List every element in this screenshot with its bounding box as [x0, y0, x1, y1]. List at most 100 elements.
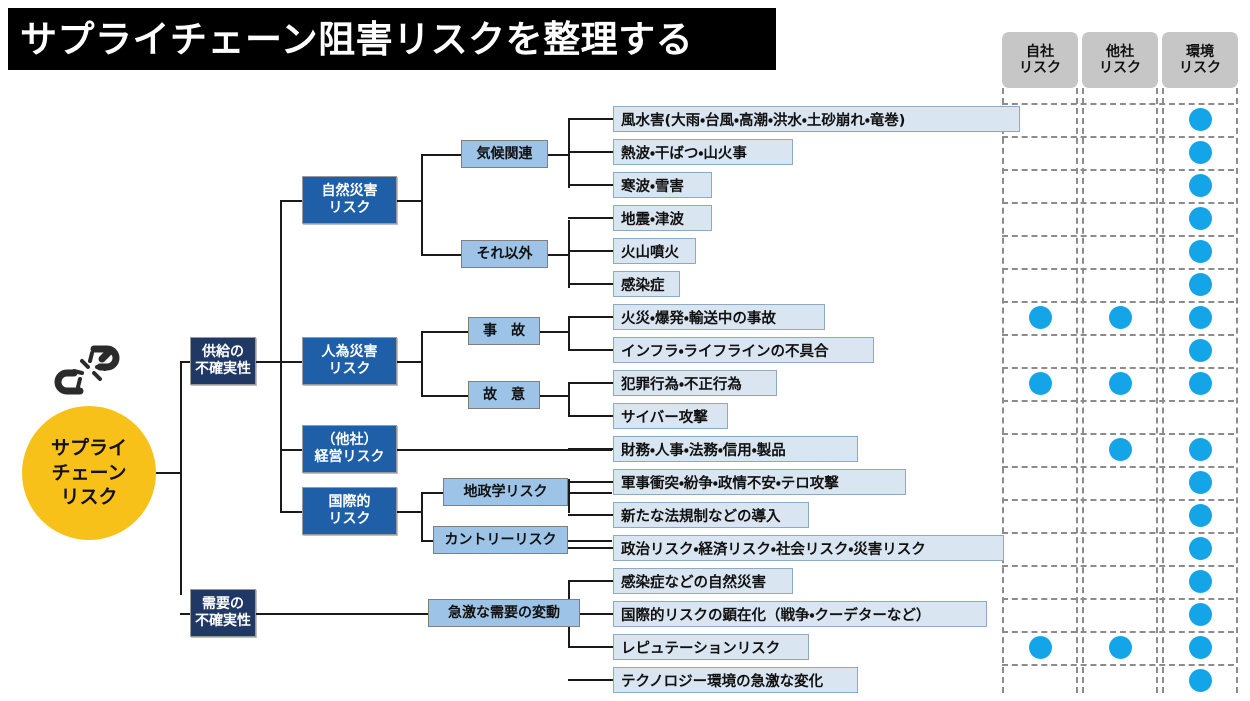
- leaf-row-r9[interactable]: 犯罪行為・不正行為: [613, 370, 777, 396]
- edge-to-leaf-r17: [568, 646, 613, 648]
- edge-to-leaf-r4: [568, 217, 613, 219]
- leaf-row-r13[interactable]: 新たな法規制などの導入: [613, 502, 809, 528]
- risk-dot-own-r9[interactable]: [1029, 372, 1052, 395]
- risk-dot-env-r8[interactable]: [1189, 339, 1212, 362]
- matrix-column-header-other[interactable]: 他社リスク: [1082, 32, 1158, 88]
- leaf-row-r17[interactable]: レピュテーションリスク: [613, 634, 809, 660]
- matrix-row-divider: [1002, 400, 1234, 402]
- edge-demand-out: [256, 613, 428, 615]
- leaf-row-r11[interactable]: 財務・人事・法務・信用・製品: [613, 436, 858, 462]
- risk-dot-other-r11[interactable]: [1109, 438, 1132, 461]
- risk-dot-env-r13[interactable]: [1189, 504, 1212, 527]
- risk-dot-env-r14[interactable]: [1189, 537, 1212, 560]
- node-manmade[interactable]: 人為災害リスク: [302, 337, 397, 385]
- node-intent[interactable]: 故 意: [468, 381, 540, 409]
- risk-dot-env-r15[interactable]: [1189, 570, 1212, 593]
- risk-dot-env-r3[interactable]: [1189, 174, 1212, 197]
- risk-dot-own-r17[interactable]: [1029, 636, 1052, 659]
- leaf-row-r7[interactable]: 火災・爆発・輸送中の事故: [613, 304, 825, 330]
- node-intl[interactable]: 国際的リスク: [302, 487, 397, 535]
- edge-geo-out: [568, 492, 612, 494]
- matrix-column-header-label: リスク: [1019, 60, 1061, 76]
- edge-other-nat-spine: [568, 220, 570, 288]
- risk-dot-env-r5[interactable]: [1189, 240, 1212, 263]
- edge-to-geo: [421, 492, 443, 494]
- matrix-row-divider: [1002, 631, 1234, 633]
- edge-natural-spine: [421, 154, 423, 256]
- risk-dot-env-r17[interactable]: [1189, 636, 1212, 659]
- edge-geo-spine: [568, 479, 570, 513]
- matrix-column-band-other: [1082, 88, 1158, 693]
- risk-dot-env-r6[interactable]: [1189, 273, 1212, 296]
- risk-dot-env-r11[interactable]: [1189, 438, 1212, 461]
- node-label: 自然災害リスク: [322, 183, 378, 216]
- leaf-row-r15[interactable]: 感染症などの自然災害: [613, 568, 793, 594]
- node-label-line: 人為災害: [321, 344, 378, 361]
- node-label: 供給の不確実性: [195, 344, 251, 377]
- risk-dot-other-r17[interactable]: [1109, 636, 1132, 659]
- matrix-column-header-label: リスク: [1179, 60, 1221, 76]
- node-other-nat[interactable]: それ以外: [461, 240, 548, 268]
- edge-to-leaf-r9: [568, 382, 613, 384]
- edge-to-leaf-r8: [568, 349, 613, 351]
- matrix-row-divider: [1002, 103, 1234, 105]
- node-climate[interactable]: 気候関連: [461, 140, 548, 168]
- edge-to-leaf-r5: [568, 250, 613, 252]
- leaf-label: サイバー攻撃: [621, 409, 708, 426]
- hub-label-line-3: リスク: [60, 486, 118, 509]
- node-mgmt[interactable]: （他社）経営リスク: [302, 425, 397, 473]
- leaf-label: レピュテーションリスク: [621, 640, 781, 657]
- leaf-row-r8[interactable]: インフラ・ライフラインの不具合: [613, 337, 874, 363]
- node-label: 人為災害リスク: [322, 344, 378, 377]
- leaf-row-r3[interactable]: 寒波・雪害: [613, 172, 712, 198]
- leaf-row-r4[interactable]: 地震・津波: [613, 205, 712, 231]
- leaf-label: 政治リスク・経済リスク・社会リスク・災害リスク: [621, 541, 926, 558]
- risk-dot-own-r7[interactable]: [1029, 306, 1052, 329]
- edge-supply-out: [256, 361, 282, 363]
- leaf-label: 地震・津波: [621, 211, 684, 228]
- risk-dot-env-r12[interactable]: [1189, 471, 1212, 494]
- matrix-column-header-env[interactable]: 環境リスク: [1162, 32, 1238, 88]
- leaf-row-r5[interactable]: 火山噴火: [613, 238, 696, 264]
- risk-dot-env-r9[interactable]: [1189, 372, 1212, 395]
- risk-dot-env-r4[interactable]: [1189, 207, 1212, 230]
- hub-supply-chain-risk[interactable]: サプライ チェーン リスク: [22, 406, 156, 540]
- leaf-row-r18[interactable]: テクノロジー環境の急激な変化: [613, 667, 858, 693]
- matrix-row-divider: [1002, 565, 1234, 567]
- risk-dot-other-r9[interactable]: [1109, 372, 1132, 395]
- edge-to-other-nat: [421, 254, 461, 256]
- node-demand[interactable]: 需要の不確実性: [190, 589, 256, 637]
- node-supply[interactable]: 供給の不確実性: [190, 337, 256, 385]
- node-label: 国際的リスク: [329, 494, 371, 527]
- node-label: 気候関連: [476, 145, 533, 162]
- edge-to-climate: [421, 154, 461, 156]
- leaf-label: 新たな法規制などの導入: [621, 508, 781, 525]
- hub-label-line-2: チェーン: [51, 461, 127, 484]
- leaf-row-r2[interactable]: 熱波・干ばつ・山火事: [613, 139, 793, 165]
- risk-dot-env-r1[interactable]: [1189, 108, 1212, 131]
- edge-to-intent: [421, 395, 468, 397]
- risk-dot-env-r18[interactable]: [1189, 669, 1212, 692]
- risk-dot-env-r2[interactable]: [1189, 141, 1212, 164]
- leaf-row-r12[interactable]: 軍事衝突・紛争・政情不安・テロ攻撃: [613, 469, 906, 495]
- node-country[interactable]: カントリーリスク: [433, 526, 568, 554]
- leaf-row-r6[interactable]: 感染症: [613, 271, 680, 297]
- edge-to-leaf-r10: [568, 415, 613, 417]
- matrix-column-header-label: 他社: [1106, 43, 1134, 60]
- node-accident[interactable]: 事 故: [468, 317, 540, 345]
- risk-dot-other-r7[interactable]: [1109, 306, 1132, 329]
- edge-to-leaf-r3: [568, 184, 613, 186]
- leaf-row-r14[interactable]: 政治リスク・経済リスク・社会リスク・災害リスク: [613, 535, 1004, 561]
- node-demand-swing[interactable]: 急激な需要の変動: [428, 599, 580, 627]
- leaf-row-r1[interactable]: 風水害(大雨・台風・高潮・洪水・土砂崩れ・竜巻): [613, 106, 1020, 132]
- leaf-row-r16[interactable]: 国際的リスクの顕在化（戦争・クーデターなど）: [613, 601, 987, 627]
- matrix-column-header-own[interactable]: 自社リスク: [1002, 32, 1078, 88]
- broken-chain-icon: [50, 337, 124, 403]
- risk-dot-env-r16[interactable]: [1189, 603, 1212, 626]
- risk-dot-env-r7[interactable]: [1189, 306, 1212, 329]
- edge-climate-out: [548, 154, 570, 156]
- leaf-row-r10[interactable]: サイバー攻撃: [613, 403, 728, 429]
- node-geo[interactable]: 地政学リスク: [443, 478, 568, 506]
- node-natural[interactable]: 自然災害リスク: [302, 176, 397, 224]
